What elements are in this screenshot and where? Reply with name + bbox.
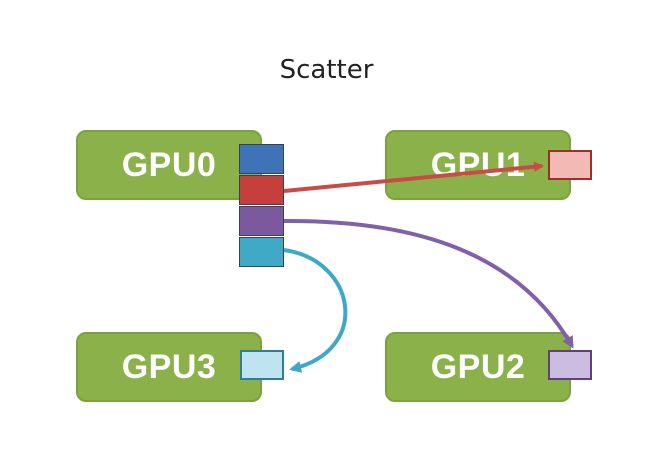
gpu3-received-chunk (240, 350, 284, 380)
diagram-title: Scatter (279, 55, 374, 85)
arrow-gpu0-to-gpu3 (283, 248, 348, 373)
gpu3-box: GPU3 (76, 332, 262, 402)
gpu1-label: GPU1 (430, 146, 526, 184)
gpu1-received-chunk (548, 150, 592, 180)
gpu0-chunk-cyan (239, 237, 284, 267)
gpu2-received-chunk (548, 350, 592, 380)
gpu0-label: GPU0 (121, 146, 217, 184)
gpu0-chunk-red (239, 175, 284, 205)
gpu0-box: GPU0 (76, 130, 262, 200)
gpu0-chunk-purple (239, 206, 284, 236)
gpu1-box: GPU1 (385, 130, 571, 200)
gpu0-chunk-blue (239, 144, 284, 174)
arrow-gpu0-to-gpu2 (283, 218, 574, 349)
gpu2-box: GPU2 (385, 332, 571, 402)
gpu2-label: GPU2 (430, 348, 526, 386)
gpu3-label: GPU3 (121, 348, 217, 386)
